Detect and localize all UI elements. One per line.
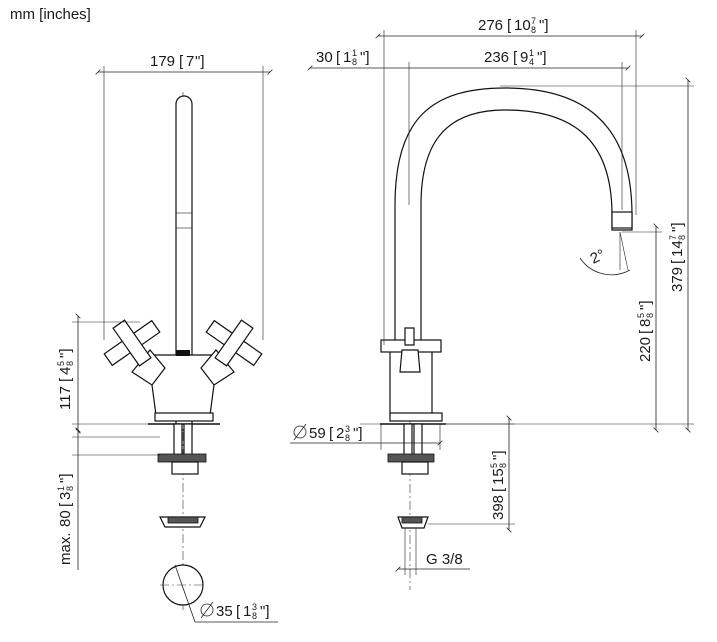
svg-text:80: 80: [57, 510, 74, 527]
svg-text:[: [: [513, 49, 518, 66]
svg-text:15: 15: [490, 468, 507, 485]
svg-text:[: [: [179, 53, 184, 70]
handle-span-mm: 179: [150, 53, 175, 70]
svg-text:"]: "]: [353, 425, 363, 442]
right-cross-handle: [205, 319, 263, 367]
svg-text:"]: "]: [537, 49, 547, 66]
front-view: [103, 92, 263, 610]
svg-text:1: 1: [343, 49, 351, 66]
spout-reach-label: 236 [ 9 1 4 "]: [484, 48, 547, 67]
svg-text:max.: max.: [57, 532, 74, 565]
svg-text:8: 8: [65, 361, 75, 366]
svg-text:398: 398: [490, 495, 507, 520]
svg-text:8: 8: [645, 313, 655, 318]
angle-label: 2°: [588, 246, 608, 267]
svg-text:1: 1: [352, 48, 357, 58]
left-cross-handle: [103, 319, 161, 367]
svg-text:8: 8: [345, 433, 350, 443]
svg-text:5: 5: [56, 361, 66, 366]
svg-text:"]: "]: [669, 223, 686, 233]
front-shank-left: [173, 423, 183, 459]
front-dimensions: 179 [ 7 "] 117 [ 4 5 8 "] max. 80 [ 3 1 …: [56, 53, 278, 623]
svg-text:"]: "]: [539, 17, 549, 34]
svg-text:1: 1: [529, 48, 534, 58]
front-logo-mark: [176, 350, 190, 356]
units-label: mm [inches]: [10, 6, 91, 23]
svg-text:"]: "]: [57, 349, 74, 359]
svg-text:[: [: [637, 329, 654, 334]
svg-text:59: 59: [309, 425, 326, 442]
svg-text:1: 1: [56, 486, 66, 491]
svg-text:[: [: [57, 502, 74, 507]
svg-text:7: 7: [668, 235, 678, 240]
svg-text:8: 8: [352, 57, 357, 67]
side-dimensions: 276 [ 10 7 8 "] 30 [ 1 1 8 "] 236 [ 9 1 …: [290, 16, 694, 575]
svg-text:[: [: [329, 425, 334, 442]
svg-text:[: [: [669, 259, 686, 264]
svg-text:"]: "]: [260, 603, 270, 620]
front-base-ring: [154, 412, 214, 422]
svg-text:14: 14: [669, 240, 686, 257]
overall-height-label: 379 [ 14 7 8 "]: [668, 223, 687, 293]
overall-width-label: 276 [ 10 7 8 "]: [478, 16, 549, 35]
svg-text:[: [: [490, 487, 507, 492]
side-base-ring: [389, 412, 443, 422]
svg-text:1: 1: [243, 603, 251, 620]
svg-text:8: 8: [65, 486, 75, 491]
svg-text:7: 7: [531, 16, 536, 26]
svg-text:3: 3: [57, 492, 74, 500]
svg-text:"]: "]: [360, 49, 370, 66]
svg-text:8: 8: [677, 235, 687, 240]
side-view: [380, 87, 633, 590]
handle-span-inch: 7: [186, 53, 194, 70]
svg-text:4: 4: [57, 367, 74, 375]
svg-text:5: 5: [489, 463, 499, 468]
front-mounting-nut: [157, 453, 207, 463]
svg-text:379: 379: [669, 267, 686, 292]
svg-text:8: 8: [252, 611, 257, 621]
svg-text:117: 117: [57, 386, 74, 410]
svg-text:"]: "]: [490, 451, 507, 461]
svg-text:3: 3: [345, 424, 350, 434]
handle-height-label: 117 [ 4 5 8 "]: [56, 349, 75, 411]
spout-offset-label: 30 [ 1 1 8 "]: [316, 48, 370, 67]
front-spout-tube: [175, 95, 193, 431]
svg-text:10: 10: [514, 17, 531, 34]
svg-text:"]: "]: [57, 474, 74, 484]
svg-text:9: 9: [520, 49, 528, 66]
supply-length-label: 398 [ 15 5 8 "]: [489, 451, 508, 521]
svg-text:2: 2: [336, 425, 344, 442]
svg-text:8: 8: [498, 463, 508, 468]
svg-text:[: [: [57, 377, 74, 382]
svg-text:5: 5: [636, 313, 646, 318]
svg-text:8: 8: [531, 25, 536, 35]
svg-text:"]: "]: [637, 301, 654, 311]
escutcheon-diameter-label: 59 [ 2 3 8 "]: [293, 423, 363, 443]
svg-text:30: 30: [316, 49, 333, 66]
svg-text:[: [: [236, 603, 241, 620]
svg-text:276: 276: [478, 17, 503, 34]
svg-text:236: 236: [484, 49, 509, 66]
svg-text:3: 3: [252, 602, 257, 612]
side-mounting-nut: [387, 453, 435, 463]
svg-text:4: 4: [529, 57, 534, 67]
base-diameter-label: max. 80 [ 3 1 8 "]: [56, 474, 75, 566]
side-aerator: [611, 211, 633, 229]
svg-text:8: 8: [637, 319, 654, 327]
svg-text:[: [: [336, 49, 341, 66]
spout-height-label: 220 [ 8 5 8 "]: [636, 301, 655, 363]
svg-text:"]: "]: [195, 53, 205, 70]
svg-text:220: 220: [637, 337, 654, 362]
svg-text:35: 35: [216, 603, 233, 620]
hole-diameter-label: 35 [ 1 3 8 "]: [200, 601, 270, 621]
side-handle-top: [404, 327, 415, 346]
thread-label: G 3/8: [426, 551, 463, 568]
svg-text:[: [: [507, 17, 512, 34]
